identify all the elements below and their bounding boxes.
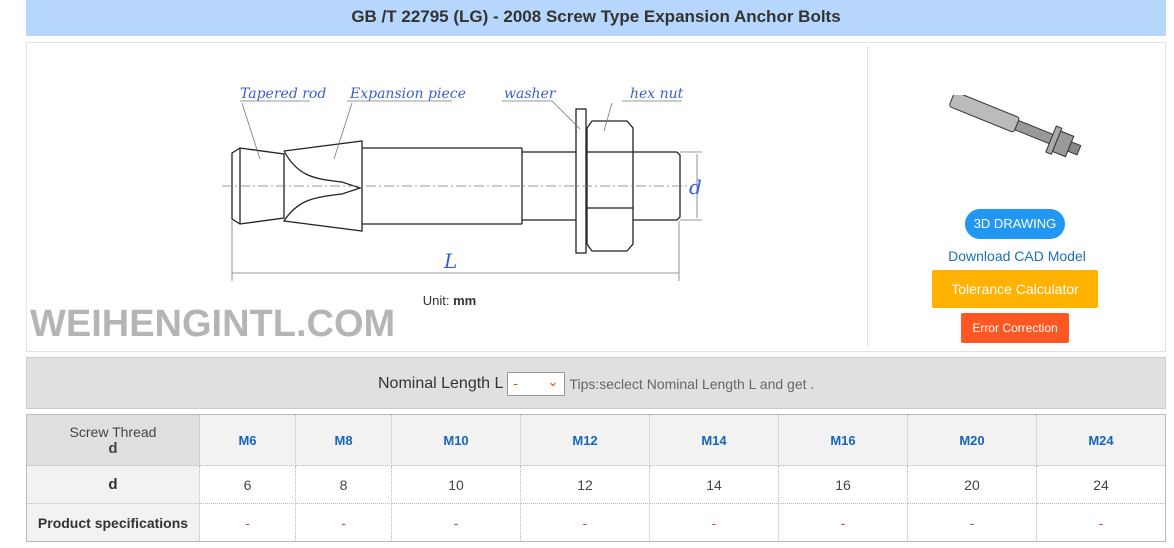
watermark: WEIHENGINTL.COM — [30, 303, 396, 345]
nominal-length-select[interactable]: -⌄ — [507, 372, 566, 396]
cell: 8 — [295, 465, 393, 504]
table-row: Product specifications - - - - - - - - — [26, 503, 1167, 542]
unit-value: mm — [453, 293, 477, 308]
cell: 24 — [1035, 465, 1167, 504]
table-row: d 6 8 10 12 14 16 20 24 — [26, 465, 1167, 504]
selected-value: - — [513, 375, 519, 391]
cell: 12 — [520, 465, 650, 504]
cell: 10 — [391, 465, 522, 504]
column-header: M24 — [1035, 414, 1167, 466]
cell: - — [295, 503, 393, 542]
label-L: L — [443, 249, 457, 273]
unit-label: Unit: mm — [27, 293, 872, 308]
filter-bar: Nominal Length L -⌄ Tips:seclect Nominal… — [26, 357, 1166, 409]
cell: - — [649, 503, 779, 542]
unit-text: Unit: — [422, 293, 450, 308]
3d-drawing-button[interactable]: 3D DRAWING — [965, 209, 1065, 239]
header-sub: d — [108, 439, 118, 457]
anchor-bolt-3d-image — [949, 95, 1082, 158]
label-hex-nut: hex nut — [630, 86, 684, 102]
cell: - — [906, 503, 1037, 542]
label-d: d — [689, 175, 702, 199]
label-expansion-piece: Expansion piece — [349, 86, 466, 102]
tips-text: Tips:seclect Nominal Length L and get . — [569, 376, 815, 392]
row-label: Product specifications — [26, 503, 200, 542]
column-header: M8 — [295, 414, 393, 466]
row-label: d — [26, 465, 200, 504]
column-header: M12 — [520, 414, 650, 466]
tolerance-calculator-button[interactable]: Tolerance Calculator — [932, 270, 1098, 308]
cell: 20 — [906, 465, 1037, 504]
header-label: Screw Thread — [69, 423, 157, 440]
cell: - — [391, 503, 522, 542]
column-header: M6 — [198, 414, 297, 466]
cell: - — [777, 503, 908, 542]
column-header: M16 — [777, 414, 908, 466]
divider — [867, 47, 868, 347]
cell: - — [520, 503, 650, 542]
column-header: M14 — [649, 414, 779, 466]
cell: 14 — [649, 465, 779, 504]
cell: - — [1035, 503, 1167, 542]
anchor-bolt-drawing: Tapered rod Expansion piece washer hex n… — [222, 86, 702, 281]
error-correction-button[interactable]: Error Correction — [961, 313, 1069, 343]
download-cad-link[interactable]: Download CAD Model — [948, 248, 1086, 264]
column-header: M20 — [906, 414, 1037, 466]
nominal-length-label: Nominal Length L — [378, 375, 504, 392]
cell: 6 — [198, 465, 297, 504]
cell: 16 — [777, 465, 908, 504]
chevron-down-icon: ⌄ — [547, 374, 559, 389]
side-panel: 3D DRAWING Download CAD Model Tolerance … — [869, 43, 1165, 351]
drawing-panel: Tapered rod Expansion piece washer hex n… — [26, 42, 1166, 352]
cell: - — [198, 503, 297, 542]
column-header: M10 — [391, 414, 522, 466]
label-washer: washer — [504, 86, 557, 102]
label-tapered-rod: Tapered rod — [240, 86, 326, 102]
page-title: GB /T 22795 (LG) - 2008 Screw Type Expan… — [26, 0, 1166, 36]
